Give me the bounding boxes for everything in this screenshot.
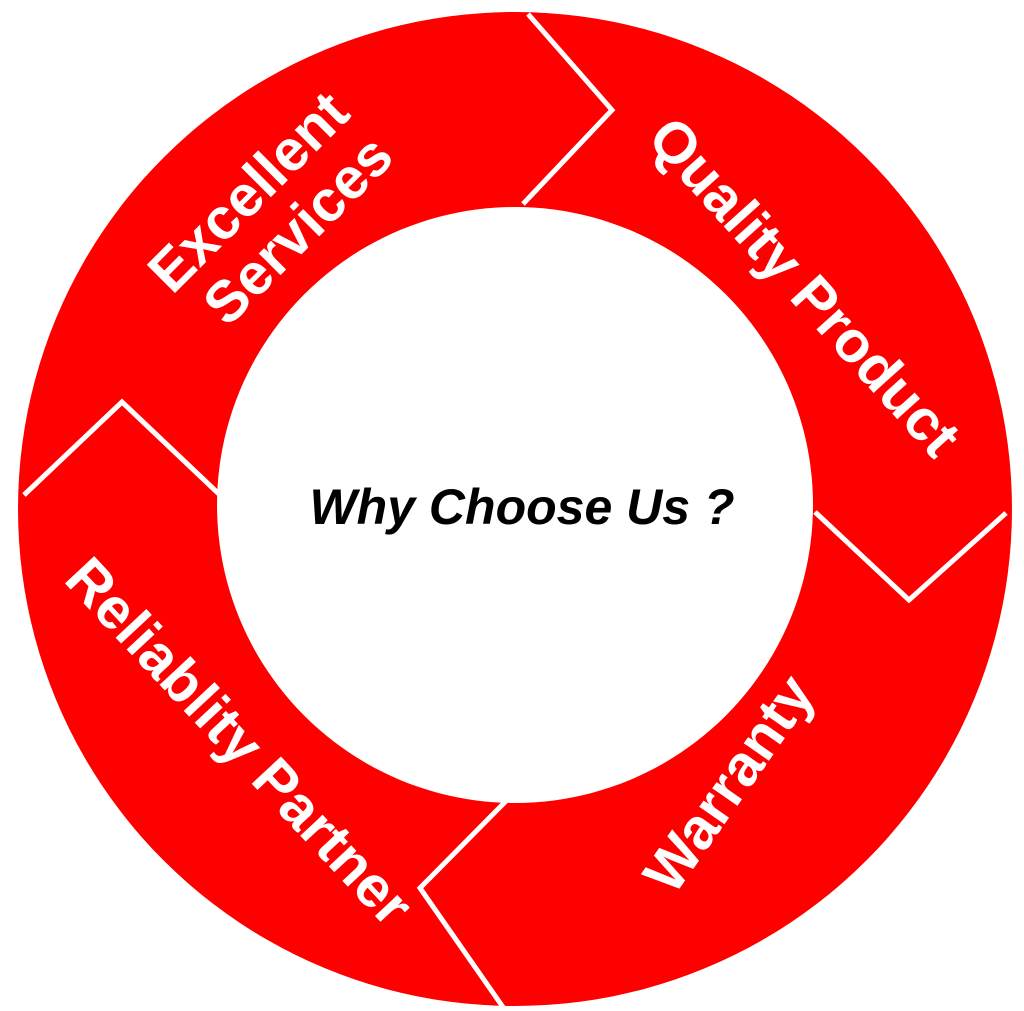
separator-bottom bbox=[416, 798, 509, 1011]
center-title: Why Choose Us ? bbox=[309, 479, 734, 535]
separator-left bbox=[22, 398, 222, 497]
separator-right bbox=[813, 510, 1008, 604]
red-ring bbox=[17, 12, 1012, 1006]
segment-separators bbox=[22, 12, 1008, 1011]
separator-top bbox=[521, 12, 616, 206]
